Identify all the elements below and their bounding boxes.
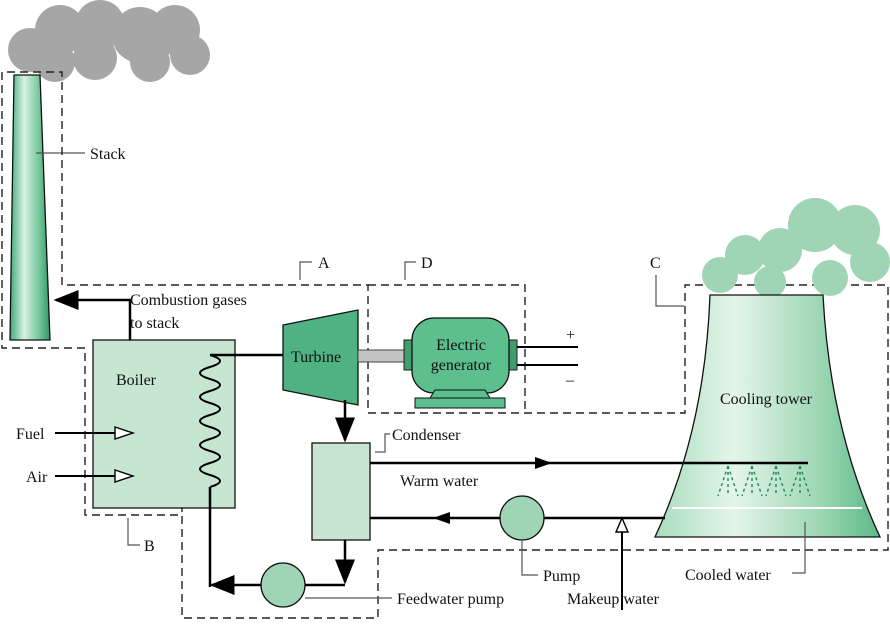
electric-generator: Electric generator [403,317,518,409]
boiler-label: Boiler [116,372,157,389]
stack-boundary [1,71,889,619]
region-c-label: C [650,255,661,272]
feedwater-pump-label: Feedwater pump [397,591,504,608]
cooling-tower [653,294,882,538]
shaft [357,349,407,363]
combustion-label-1: Combustion gases [130,292,247,309]
minus-terminal-label: – [565,372,575,389]
water-spray [717,465,811,497]
region-d-label: D [421,255,433,272]
turbine-label: Turbine [291,349,341,366]
turbine [282,309,359,406]
pump-label: Pump [543,568,580,585]
generator-label-2: generator [431,357,492,374]
plus-terminal-label: + [566,327,575,344]
air-label: Air [26,469,48,486]
fuel-label: Fuel [16,426,45,443]
cooling-tower-label: Cooling tower [720,391,813,408]
generator-label-1: Electric [436,337,486,354]
cooled-water-label: Cooled water [685,567,771,584]
feedwater-pump [260,562,306,608]
cooling-tower-steam [702,198,890,298]
warm-water-label: Warm water [400,473,479,490]
makeup-water-label: Makeup water [567,591,660,608]
condenser [311,442,371,541]
condenser-label: Condenser [392,427,461,444]
region-b-label: B [144,538,155,555]
generator-boundary [368,284,526,413]
stack [9,74,51,341]
boiler-coil [199,354,221,488]
stack-smoke [8,0,210,82]
combustion-label-2: to stack [130,315,179,332]
stack-label: Stack [90,146,126,163]
region-a-label: A [318,255,330,272]
pump [499,495,545,541]
